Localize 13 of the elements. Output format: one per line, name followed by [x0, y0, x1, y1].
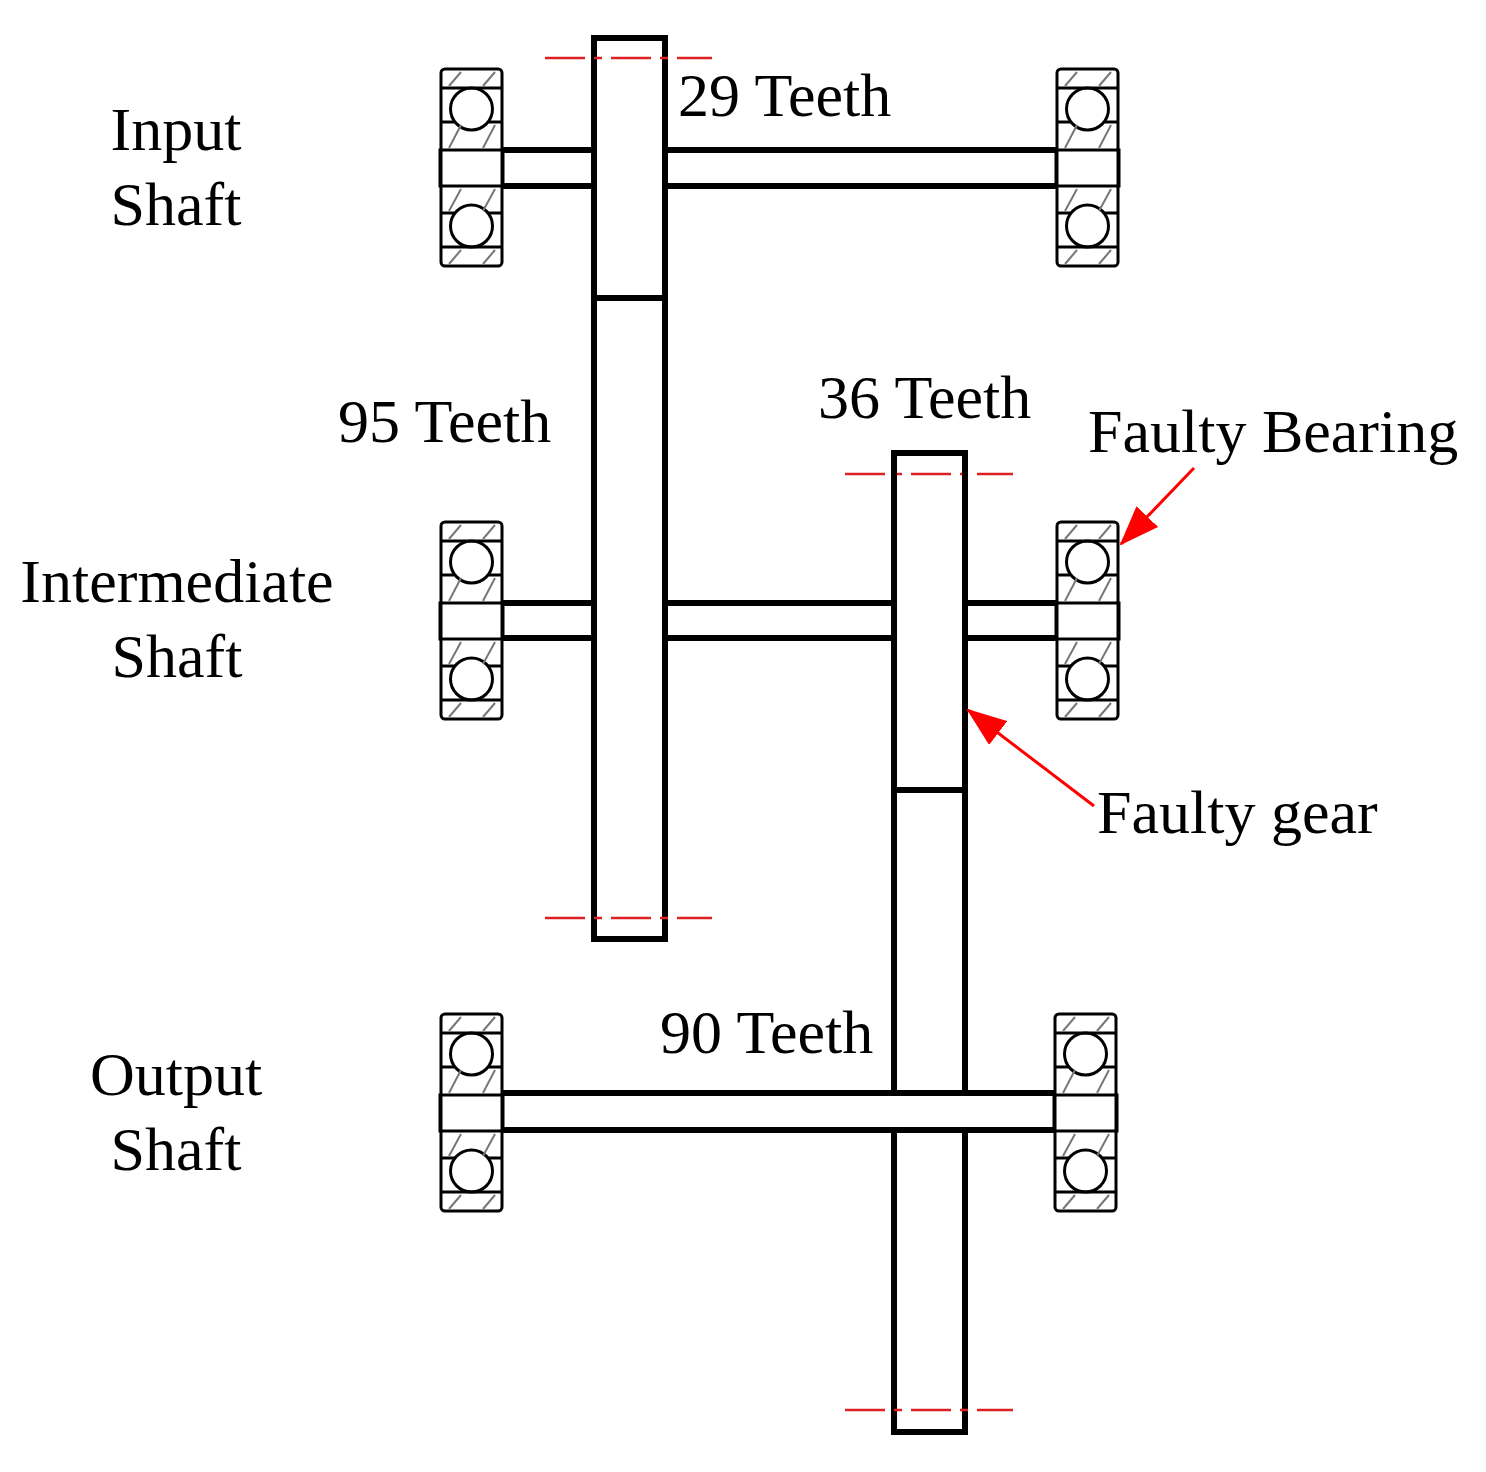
teeth-label: 90 Teeth — [660, 997, 874, 1067]
bearing-symbol — [1055, 521, 1120, 720]
shaft-label: Output Shaft — [89, 1039, 263, 1185]
leader-arrow — [966, 708, 1095, 808]
callout-text: Faulty Bearing — [1088, 396, 1459, 466]
shaft-label: Intermediate Shaft — [20, 546, 334, 692]
teeth-label: 95 Teeth — [338, 386, 552, 456]
leader-arrow — [1119, 466, 1196, 546]
teeth-label: 29 Teeth — [678, 60, 892, 130]
shaft-label: Input Shaft — [110, 94, 242, 240]
callout-text: Faulty gear — [1097, 777, 1378, 847]
gear — [891, 450, 968, 793]
teeth-label: 36 Teeth — [818, 362, 1032, 432]
